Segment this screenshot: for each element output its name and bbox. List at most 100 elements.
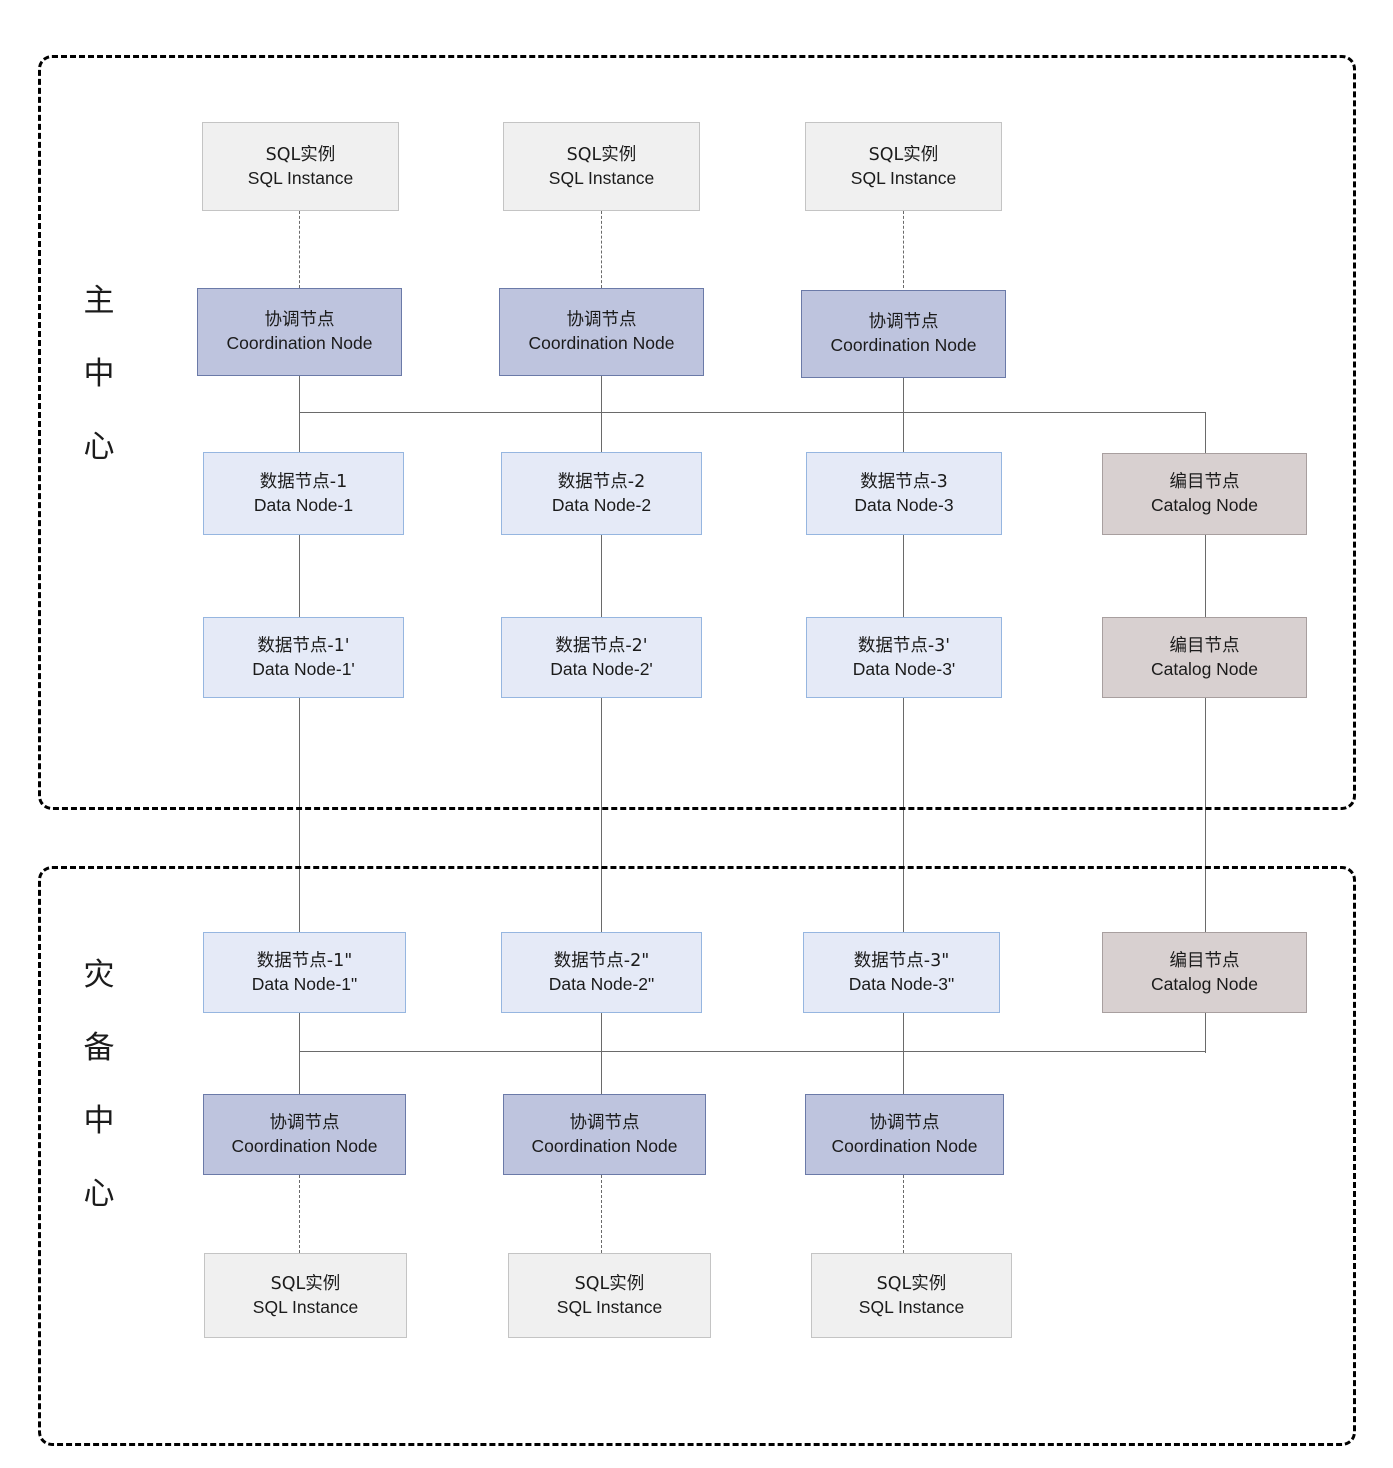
connector-bus-to-catalog-primary: [1205, 412, 1206, 454]
connector-dr-coordination-3-to-sql: [903, 1175, 904, 1253]
node-label-en: Data Node-2: [551, 494, 652, 515]
connector-cross-region-data-1: [299, 698, 300, 932]
node-label-en: Coordination Node: [528, 333, 675, 353]
node-label-en: Data Node-1': [252, 658, 355, 679]
node-label-zh: 协调节点: [869, 1112, 940, 1133]
node-label-en: Data Node-2': [550, 658, 653, 679]
node-label-zh: 数据节点-2": [553, 950, 650, 971]
node-data-main-2[interactable]: 数据节点-2 Data Node-2: [501, 452, 702, 535]
node-catalog-dr[interactable]: 编目节点 Catalog Node: [1102, 932, 1307, 1013]
node-data-main-1[interactable]: 数据节点-1 Data Node-1: [203, 452, 404, 535]
node-label-zh: 数据节点-2: [557, 471, 646, 492]
node-data-main-1-replica[interactable]: 数据节点-1' Data Node-1': [203, 617, 404, 698]
region-label-char: 灾: [83, 957, 115, 993]
region-label-char: 备: [83, 1030, 115, 1066]
node-label-zh: 数据节点-1': [257, 635, 350, 656]
node-label-en: Coordination Node: [830, 335, 977, 355]
connector-catalog-primary-to-replica: [1205, 534, 1206, 617]
node-coordination-dr-1[interactable]: 协调节点 Coordination Node: [203, 1094, 406, 1175]
node-label-en: Data Node-1: [253, 494, 354, 515]
node-coordination-main-3[interactable]: 协调节点 Coordination Node: [801, 290, 1006, 378]
node-label-zh: 协调节点: [264, 310, 335, 331]
node-sql-instance-dr-3[interactable]: SQL实例 SQL Instance: [811, 1253, 1012, 1338]
connector-dr-bus: [299, 1051, 1205, 1052]
node-data-main-2-replica[interactable]: 数据节点-2' Data Node-2': [501, 617, 702, 698]
connector-dr-data-3-down: [903, 1013, 904, 1053]
connector-sql-to-coordination-2: [601, 211, 602, 288]
node-coordination-main-2[interactable]: 协调节点 Coordination Node: [499, 288, 704, 376]
connector-cross-region-data-2: [601, 698, 602, 932]
node-coordination-main-1[interactable]: 协调节点 Coordination Node: [197, 288, 402, 376]
connector-dr-data-1-down: [299, 1013, 300, 1053]
node-label-zh: 数据节点-1": [256, 950, 353, 971]
connector-dr-data-2-down: [601, 1013, 602, 1053]
node-label-en: Data Node-1": [251, 973, 358, 994]
node-data-main-3[interactable]: 数据节点-3 Data Node-3: [806, 452, 1002, 535]
node-label-en: Coordination Node: [831, 1135, 978, 1156]
node-label-zh: SQL实例: [868, 144, 939, 165]
node-sql-instance-dr-2[interactable]: SQL实例 SQL Instance: [508, 1253, 711, 1338]
node-label-en: Coordination Node: [231, 1135, 378, 1156]
node-label-en: SQL Instance: [850, 167, 957, 188]
node-sql-instance-main-2[interactable]: SQL实例 SQL Instance: [503, 122, 700, 211]
connector-dr-bus-to-coordination-2: [601, 1051, 602, 1095]
node-label-zh: 数据节点-3': [857, 635, 951, 656]
connector-cross-region-data-3: [903, 698, 904, 932]
connector-data-3-to-replica: [903, 534, 904, 617]
connector-data-2-to-replica: [601, 534, 602, 617]
region-label-char: 中: [83, 1103, 115, 1139]
node-coordination-dr-2[interactable]: 协调节点 Coordination Node: [503, 1094, 706, 1175]
node-label-zh: 数据节点-3: [860, 471, 948, 492]
node-label-zh: 协调节点: [868, 312, 939, 333]
node-data-dr-3[interactable]: 数据节点-3" Data Node-3": [803, 932, 1000, 1013]
region-label-char: 主: [83, 283, 115, 319]
node-coordination-dr-3[interactable]: 协调节点 Coordination Node: [805, 1094, 1004, 1175]
node-catalog-main-replica[interactable]: 编目节点 Catalog Node: [1102, 617, 1307, 698]
node-label-zh: 编目节点: [1169, 950, 1240, 971]
node-data-main-3-replica[interactable]: 数据节点-3' Data Node-3': [806, 617, 1002, 698]
region-main-center-label: 主 中 心: [76, 286, 122, 463]
connector-cross-region-catalog: [1205, 698, 1206, 932]
node-label-zh: SQL实例: [574, 1273, 645, 1294]
region-label-char: 中: [83, 356, 115, 392]
node-label-en: Catalog Node: [1150, 495, 1259, 515]
node-label-zh: SQL实例: [876, 1273, 947, 1294]
node-label-en: SQL Instance: [247, 167, 354, 188]
connector-coordination-1-down: [299, 375, 300, 453]
connector-dr-coordination-1-to-sql: [299, 1175, 300, 1253]
node-label-zh: 编目节点: [1169, 635, 1240, 656]
region-dr-center: [38, 866, 1356, 1446]
node-label-zh: 数据节点-1: [259, 471, 348, 492]
node-catalog-main-primary[interactable]: 编目节点 Catalog Node: [1102, 453, 1307, 535]
region-dr-center-label: 灾 备 中 心: [76, 960, 122, 1210]
node-label-en: Catalog Node: [1150, 658, 1259, 679]
node-sql-instance-dr-1[interactable]: SQL实例 SQL Instance: [204, 1253, 407, 1338]
node-label-zh: 编目节点: [1169, 472, 1240, 493]
connector-dr-coordination-2-to-sql: [601, 1175, 602, 1253]
connector-sql-to-coordination-1: [299, 211, 300, 288]
connector-dr-catalog-down: [1205, 1013, 1206, 1053]
node-label-en: SQL Instance: [252, 1296, 359, 1317]
connector-main-bus: [299, 412, 1205, 413]
node-label-en: Data Node-3": [848, 973, 955, 994]
node-label-zh: SQL实例: [566, 144, 637, 165]
node-label-zh: 数据节点-2': [555, 635, 648, 656]
region-label-char: 心: [83, 429, 115, 465]
region-label-char: 心: [83, 1176, 115, 1212]
node-label-en: Data Node-3: [854, 494, 954, 515]
node-label-en: Catalog Node: [1150, 973, 1259, 994]
node-sql-instance-main-1[interactable]: SQL实例 SQL Instance: [202, 122, 399, 211]
node-data-dr-1[interactable]: 数据节点-1" Data Node-1": [203, 932, 406, 1013]
node-label-en: SQL Instance: [556, 1296, 663, 1317]
node-label-en: Data Node-2": [548, 973, 655, 994]
node-data-dr-2[interactable]: 数据节点-2" Data Node-2": [501, 932, 702, 1013]
node-label-zh: SQL实例: [265, 144, 336, 165]
connector-dr-bus-to-coordination-3: [903, 1051, 904, 1095]
node-label-zh: 协调节点: [269, 1112, 340, 1133]
connector-sql-to-coordination-3: [903, 211, 904, 288]
region-main-center: [38, 55, 1356, 810]
node-sql-instance-main-3[interactable]: SQL实例 SQL Instance: [805, 122, 1002, 211]
connector-coordination-2-down: [601, 375, 602, 453]
node-label-en: Coordination Node: [226, 333, 373, 353]
node-label-zh: 协调节点: [569, 1112, 640, 1133]
